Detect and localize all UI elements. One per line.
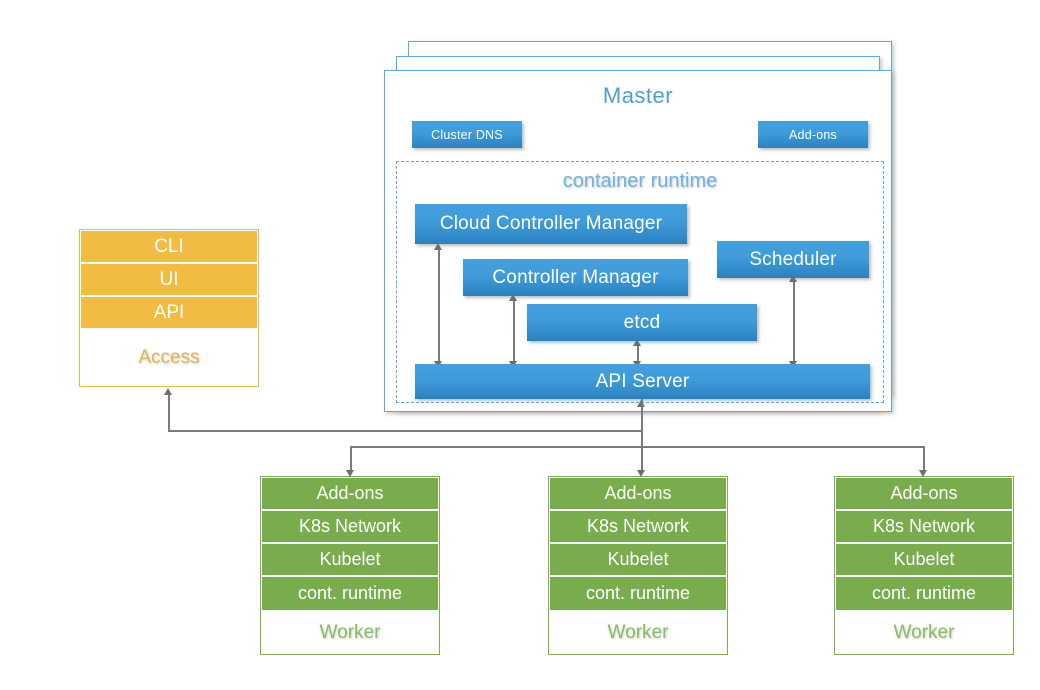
arrow-access-up <box>164 388 173 395</box>
api-server-box[interactable]: API Server <box>415 364 870 399</box>
arrow-etcd-up <box>633 339 642 346</box>
worker-2-segment-cont-runtime[interactable]: cont. runtime <box>550 577 726 610</box>
arrow-ccm-up <box>434 243 443 250</box>
connector-scheduler-apiserver <box>793 280 795 364</box>
worker-1-label: Worker <box>262 612 438 653</box>
arrow-apiserver-bus-up <box>637 400 646 407</box>
access-segment-ui[interactable]: UI <box>81 264 257 295</box>
connector-worker-3-leg <box>923 446 925 472</box>
connector-worker-1-leg <box>350 446 352 472</box>
arrow-worker-1-down <box>346 470 355 477</box>
master-addons-box[interactable]: Add-ons <box>758 121 868 148</box>
container-runtime-title: container runtime <box>562 170 718 192</box>
connector-bus-to-access-horizontal <box>168 430 642 432</box>
master-panel-title: Master <box>602 83 674 108</box>
worker-1-segment-addons[interactable]: Add-ons <box>262 478 438 509</box>
access-panel-label: Access <box>81 330 257 385</box>
connector-bus-to-access-vertical <box>168 395 170 431</box>
arrow-worker-2-down <box>637 470 646 477</box>
access-segment-api[interactable]: API <box>81 297 257 328</box>
worker-3-segment-kubelet[interactable]: Kubelet <box>836 544 1012 575</box>
worker-2-label: Worker <box>550 612 726 653</box>
connector-worker-2-leg <box>641 446 643 472</box>
worker-3-segment-k8s-network[interactable]: K8s Network <box>836 511 1012 542</box>
etcd-box[interactable]: etcd <box>527 304 757 341</box>
cloud-controller-manager-box[interactable]: Cloud Controller Manager <box>415 204 687 244</box>
master-cluster-dns-box[interactable]: Cluster DNS <box>412 121 522 148</box>
connector-etcd-apiserver <box>637 344 639 364</box>
worker-3-segment-addons[interactable]: Add-ons <box>836 478 1012 509</box>
worker-1-segment-k8s-network[interactable]: K8s Network <box>262 511 438 542</box>
worker-1-segment-kubelet[interactable]: Kubelet <box>262 544 438 575</box>
worker-3-label: Worker <box>836 612 1012 653</box>
connector-apiserver-bus-vertical <box>641 399 643 470</box>
arrow-cm-up <box>509 294 518 301</box>
access-segment-cli[interactable]: CLI <box>81 231 257 262</box>
connector-cm-apiserver <box>513 299 515 364</box>
controller-manager-box[interactable]: Controller Manager <box>463 259 688 296</box>
worker-2-segment-addons[interactable]: Add-ons <box>550 478 726 509</box>
worker-2-segment-k8s-network[interactable]: K8s Network <box>550 511 726 542</box>
worker-3-segment-cont-runtime[interactable]: cont. runtime <box>836 577 1012 610</box>
arrow-worker-3-down <box>919 470 928 477</box>
worker-2-segment-kubelet[interactable]: Kubelet <box>550 544 726 575</box>
scheduler-box[interactable]: Scheduler <box>717 241 869 278</box>
worker-1-segment-cont-runtime[interactable]: cont. runtime <box>262 577 438 610</box>
connector-worker-bus-horizontal <box>350 446 924 448</box>
arrow-scheduler-up <box>789 275 798 282</box>
connector-ccm-apiserver <box>438 248 440 364</box>
